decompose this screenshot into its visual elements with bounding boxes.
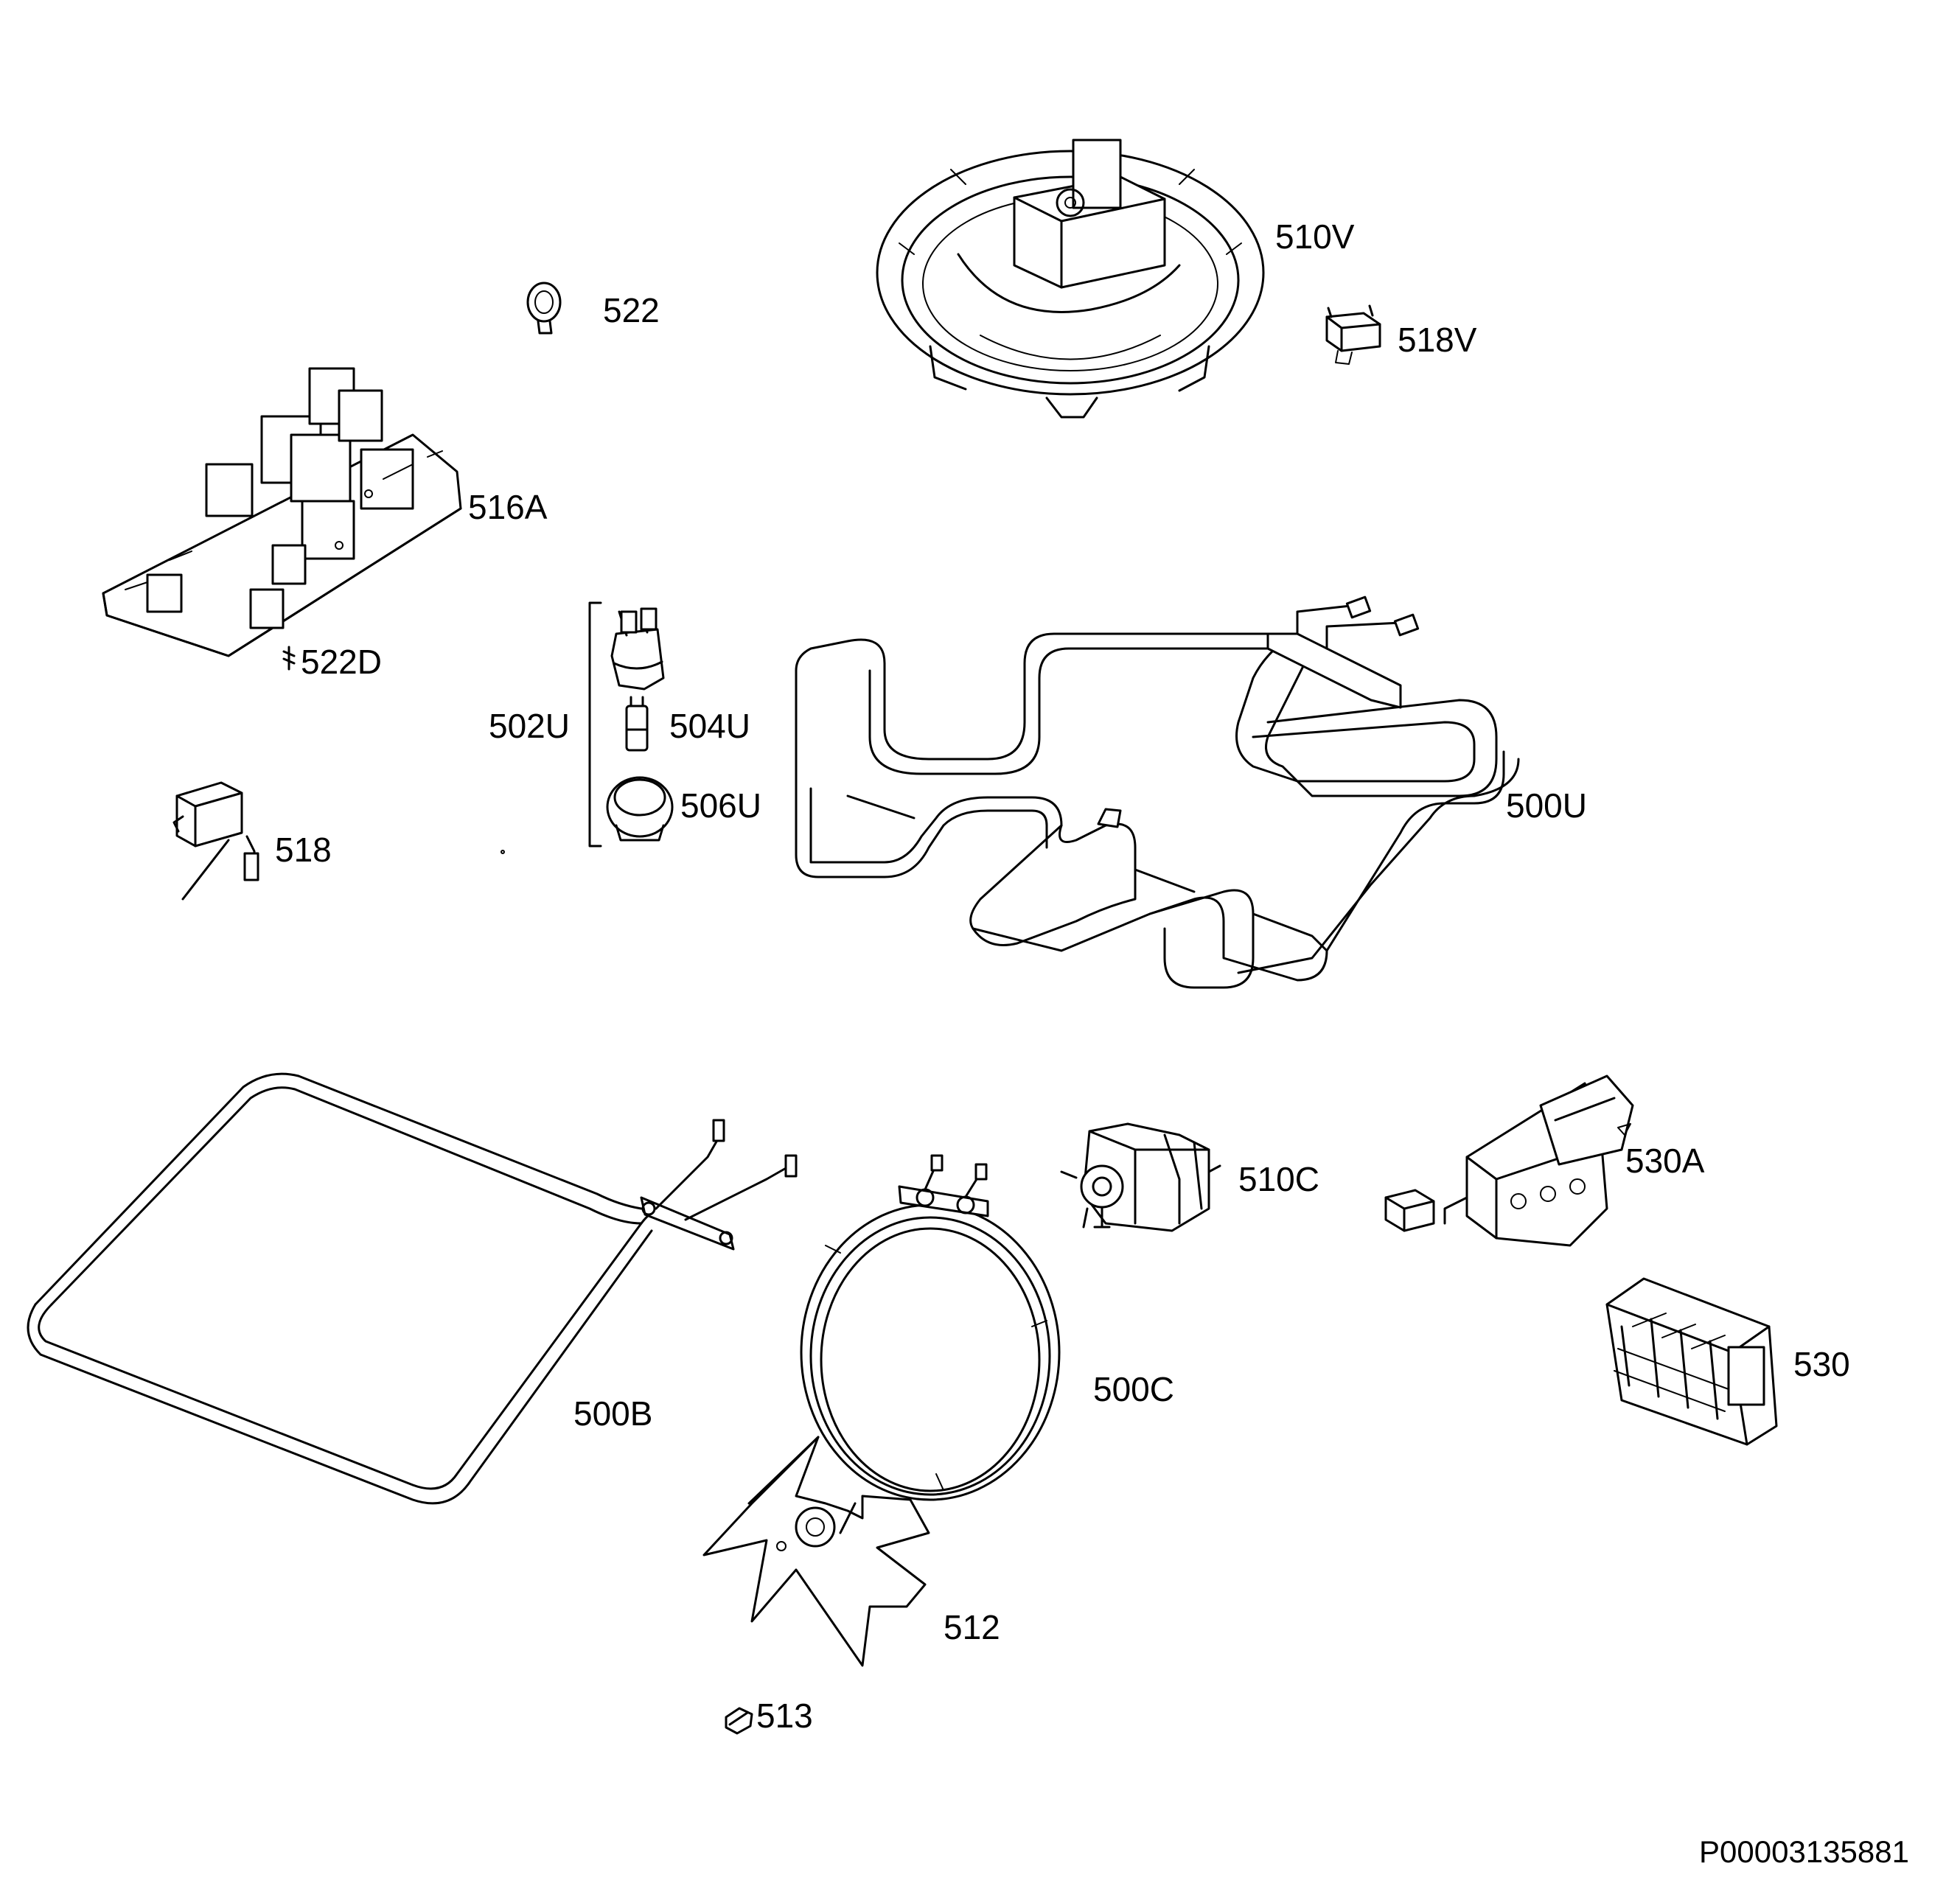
label-502U: 502U <box>489 707 570 745</box>
control-board-516A <box>102 367 462 657</box>
label-510V: 510V <box>1275 217 1355 256</box>
label-512: 512 <box>944 1608 1000 1646</box>
label-506U: 506U <box>680 786 761 825</box>
lamp-group-bracket-502U <box>501 601 602 854</box>
label-518: 518 <box>275 831 332 869</box>
lamp-holder-504U <box>610 607 665 691</box>
label-522D: 522D <box>301 643 382 681</box>
thermostat-518 <box>172 781 259 901</box>
label-522: 522 <box>603 291 660 329</box>
convection-motor-510C <box>1060 1122 1221 1232</box>
lower-element-500B <box>27 1072 798 1505</box>
grill-element-500U <box>795 595 1520 989</box>
screw-522D <box>282 646 296 671</box>
label-504U: 504U <box>669 707 750 745</box>
thermostat-bracket-518V <box>1325 304 1381 365</box>
label-530A: 530A <box>1625 1142 1705 1180</box>
lamp-bulb-504U <box>625 696 649 752</box>
terminal-block-530A <box>1384 1074 1634 1247</box>
nut-513 <box>725 1707 753 1735</box>
label-513: 513 <box>756 1696 813 1735</box>
label-510C: 510C <box>1238 1160 1319 1198</box>
relay-block-530 <box>1605 1277 1778 1446</box>
label-518V: 518V <box>1398 321 1477 359</box>
lamp-cover-506U <box>606 776 674 842</box>
label-500U: 500U <box>1506 786 1587 825</box>
label-530: 530 <box>1793 1345 1850 1383</box>
document-id: P00003135881 <box>1699 1834 1909 1869</box>
circular-element-500C <box>800 1154 1061 1501</box>
fan-motor-assembly-510V <box>876 139 1265 419</box>
fan-blade-512 <box>702 1436 930 1667</box>
label-500B: 500B <box>573 1394 653 1433</box>
label-516A: 516A <box>468 488 548 526</box>
clip-522 <box>526 282 562 335</box>
label-500C: 500C <box>1093 1370 1174 1408</box>
